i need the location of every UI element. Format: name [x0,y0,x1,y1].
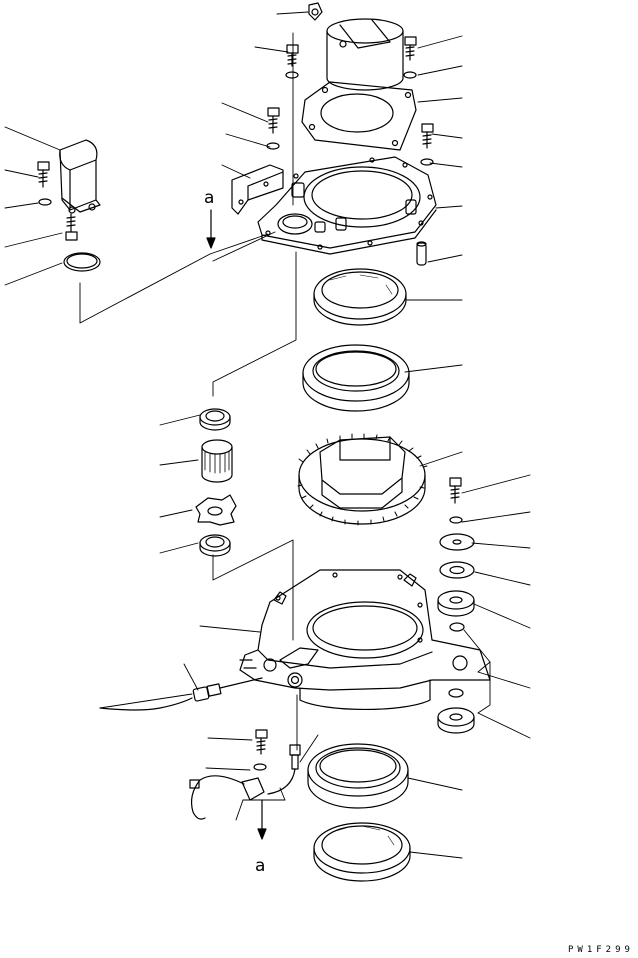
bolt-motor-left [37,161,50,188]
upper-case [257,156,437,255]
sun-gear [201,439,233,483]
ring-gear [297,433,428,526]
reference-arrow-bottom [257,799,267,840]
washer-lower-right [449,516,463,524]
leader-lines [4,11,531,859]
washer-top-right [403,71,417,79]
bolt-motor-lower [65,213,78,241]
dowel-pin [416,241,427,266]
shim-2 [439,561,475,579]
shim-1 [439,533,475,551]
lower-case [239,569,491,711]
mounting-bracket [231,164,284,215]
reference-marker-top: a [204,188,215,208]
thrust-ring-upper [313,268,407,326]
planet-carrier-plate [195,494,237,526]
bearing-lower [307,743,409,809]
cover-plate [301,81,417,151]
drawing-code: PW1F299 [568,945,634,955]
small-washer-b [448,688,464,698]
oil-seal-lower [199,534,231,557]
oil-seal-upper [199,408,231,431]
washer-motor-left [38,198,52,206]
small-washer-a [449,622,465,632]
bolt-left-cluster [267,107,280,134]
washer-left-cluster [266,142,280,150]
thrust-ring-lower [313,822,411,882]
sensor-pin [308,2,323,21]
bolt-top-right [404,36,417,61]
o-ring [63,252,101,272]
spacer-2 [437,707,475,734]
sensor-connector [189,744,301,820]
motor-coupling-block [326,18,404,91]
spacer-1 [437,590,475,617]
washer-lower-left [253,763,267,771]
reference-marker-bottom: a [255,856,266,876]
bearing-upper [302,344,410,412]
bolt-lower-right [449,477,462,504]
bolt-lower-left [255,729,268,755]
assembly-connector-lines [79,32,491,801]
hydraulic-motor [59,139,101,214]
bolt-right [421,123,434,149]
bolt-upper-mid [286,44,299,67]
washer-upper-mid [285,71,299,79]
reference-arrow-top [206,209,216,249]
washer-right [420,158,434,166]
speed-sensor [99,677,263,711]
